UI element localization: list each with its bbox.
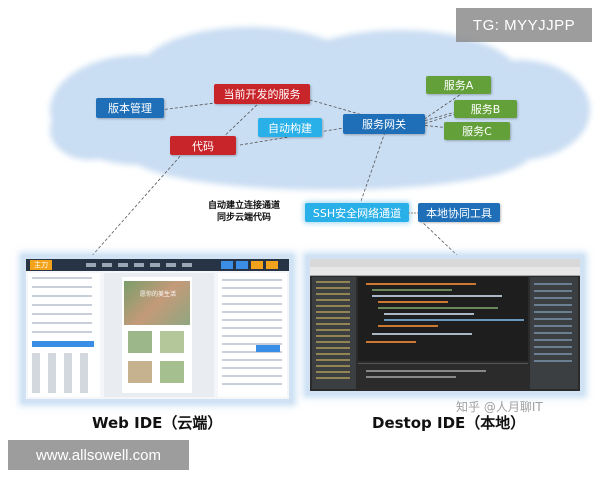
web-ide-topbar: 主刀 <box>26 259 289 271</box>
desktop-ide-outline <box>530 277 578 389</box>
code-line-7 <box>384 319 524 321</box>
service-b-node: 服务B <box>454 100 517 118</box>
tunnel-note: 自动建立连接通道 同步云端代码 <box>200 200 288 224</box>
web-ide-product-1 <box>128 331 152 353</box>
web-ide-button-2 <box>236 261 248 269</box>
tunnel-note-line2: 同步云端代码 <box>216 213 271 223</box>
desktop-ide-caption: Destop IDE（本地） <box>372 414 526 432</box>
code-line-9 <box>372 333 472 335</box>
web-ide-banner-text: 愿你的美生活 <box>139 291 176 298</box>
web-ide-left-panel <box>28 273 100 397</box>
web-ide-canvas: 愿你的美生活 <box>104 273 214 397</box>
web-ide-product-2 <box>160 331 184 353</box>
web-ide-phone-preview: 愿你的美生活 <box>122 277 192 393</box>
web-ide-product-4 <box>160 361 184 383</box>
web-ide-logo: 主刀 <box>30 260 52 270</box>
version-control-node: 版本管理 <box>96 98 164 118</box>
service-c-node: 服务C <box>444 122 510 140</box>
zhihu-watermark: 知乎 @人月聊IT <box>456 400 543 414</box>
web-ide-caption: Web IDE（云端） <box>92 414 223 432</box>
console-line-2 <box>366 376 456 378</box>
gateway-node: 服务网关 <box>343 114 425 134</box>
desktop-ide-project-tree <box>312 277 356 389</box>
desktop-ide-tree-items <box>316 281 350 381</box>
web-ide-property-rows <box>222 279 282 391</box>
code-line-1 <box>366 283 476 285</box>
web-ide-menu <box>86 263 196 267</box>
ssh-tunnel-node: SSH安全网络通道 <box>305 203 409 222</box>
code-node: 代码 <box>170 136 236 155</box>
desktop-ide-titlebar <box>310 259 580 267</box>
local-tool-node: 本地协同工具 <box>418 203 500 222</box>
console-line-1 <box>366 370 486 372</box>
web-ide-property-button <box>256 345 280 352</box>
web-ide-banner-image: 愿你的美生活 <box>124 281 190 325</box>
service-a-node: 服务A <box>426 76 491 94</box>
code-line-3 <box>372 295 502 297</box>
desktop-ide-console <box>358 363 528 390</box>
web-ide-screenshot: 主刀 愿你的美生活 <box>22 255 293 403</box>
web-ide-component-grid <box>32 353 94 393</box>
code-line-6 <box>384 313 474 315</box>
watermark-top: TG: MYYJJPP <box>456 8 592 42</box>
current-service-node: 当前开发的服务 <box>214 84 310 104</box>
desktop-ide-outline-items <box>534 283 572 363</box>
web-ide-product-3 <box>128 361 152 383</box>
web-ide-button-1 <box>221 261 233 269</box>
code-line-5 <box>378 307 498 309</box>
code-line-4 <box>378 301 448 303</box>
web-ide-properties-panel <box>218 273 287 397</box>
code-line-2 <box>372 289 452 291</box>
desktop-ide-toolbar <box>310 267 580 276</box>
desktop-ide-screenshot <box>306 255 584 395</box>
web-ide-tree <box>32 277 92 337</box>
desktop-ide-editor <box>358 277 528 361</box>
watermark-bottom: www.allsowell.com <box>8 440 189 470</box>
web-ide-button-4 <box>266 261 278 269</box>
tunnel-note-line1: 自动建立连接通道 <box>207 201 280 211</box>
web-ide-tabbar <box>32 341 94 347</box>
arrow-connector <box>408 212 418 214</box>
code-line-10 <box>366 341 416 343</box>
web-ide-button-3 <box>251 261 263 269</box>
code-line-8 <box>378 325 438 327</box>
auto-build-node: 自动构建 <box>258 118 322 137</box>
